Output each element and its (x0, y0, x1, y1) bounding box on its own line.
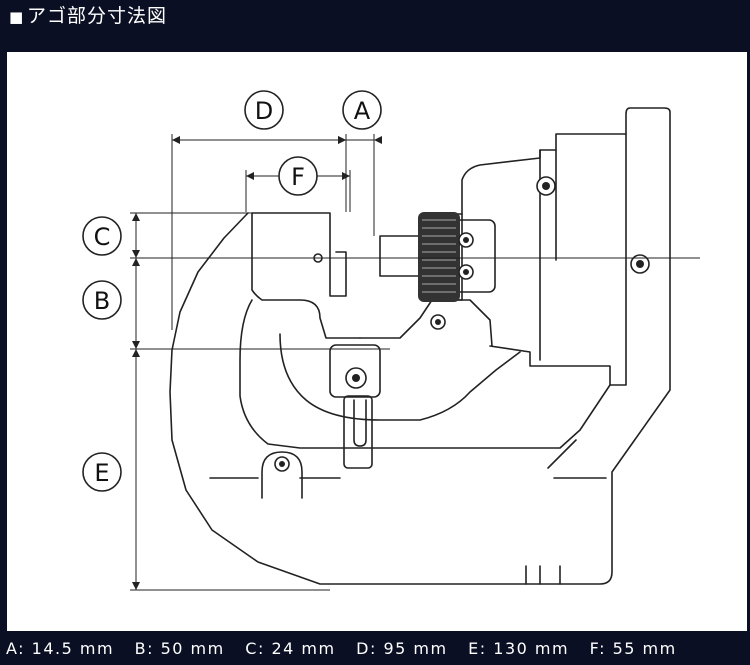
callout-a-circle (342, 90, 382, 130)
punch-slot (353, 399, 367, 447)
throat-outline (239, 299, 611, 449)
dim-c-text: C: 24 mm (245, 639, 336, 658)
diagram-panel: D A F C B E (7, 52, 747, 631)
frame-outline (169, 107, 671, 585)
dim-d-text: D: 95 mm (356, 639, 448, 658)
jaw-dimension-diagram: D A F C B E (82, 90, 700, 591)
page-title: アゴ部分寸法図 (27, 5, 168, 27)
callout-c-circle (82, 216, 122, 256)
ram-cover (454, 219, 496, 293)
callout-b-circle (82, 280, 122, 320)
header-bar: ■ アゴ部分寸法図 (0, 0, 750, 46)
knurl-wheel (418, 212, 460, 302)
dim-b-text: B: 50 mm (134, 639, 225, 658)
callout-b-label: B (94, 287, 110, 315)
upper-die-block (251, 212, 347, 297)
dim-a-text: A: 14.5 mm (6, 639, 115, 658)
callout-a-label: A (354, 97, 371, 125)
pivot-boss (261, 451, 303, 499)
bottom-ticks (525, 565, 561, 585)
callout-c-label: C (94, 223, 111, 251)
lower-punch (329, 344, 381, 398)
callout-f-label: F (291, 163, 305, 191)
callout-f-circle (278, 156, 318, 196)
callout-d-label: D (255, 97, 273, 125)
bullet-square-icon: ■ (9, 8, 24, 26)
ram-shaft (379, 235, 421, 277)
footer-bar: A: 14.5 mm B: 50 mm C: 24 mm D: 95 mm E:… (0, 632, 750, 665)
ram-shape (359, 299, 493, 347)
dimension-list: A: 14.5 mm B: 50 mm C: 24 mm D: 95 mm E:… (6, 640, 691, 658)
lower-diagonal (547, 439, 577, 469)
callout-e-circle (82, 452, 122, 492)
callout-d-circle (244, 90, 284, 130)
callout-e-label: E (94, 459, 109, 487)
upper-die-lower (251, 212, 361, 339)
frame-right-plate (489, 133, 627, 386)
inner-slot (279, 333, 521, 421)
dim-e-text: E: 130 mm (468, 639, 570, 658)
lower-punch-stem (343, 395, 373, 469)
dim-f-text: F: 55 mm (589, 639, 677, 658)
